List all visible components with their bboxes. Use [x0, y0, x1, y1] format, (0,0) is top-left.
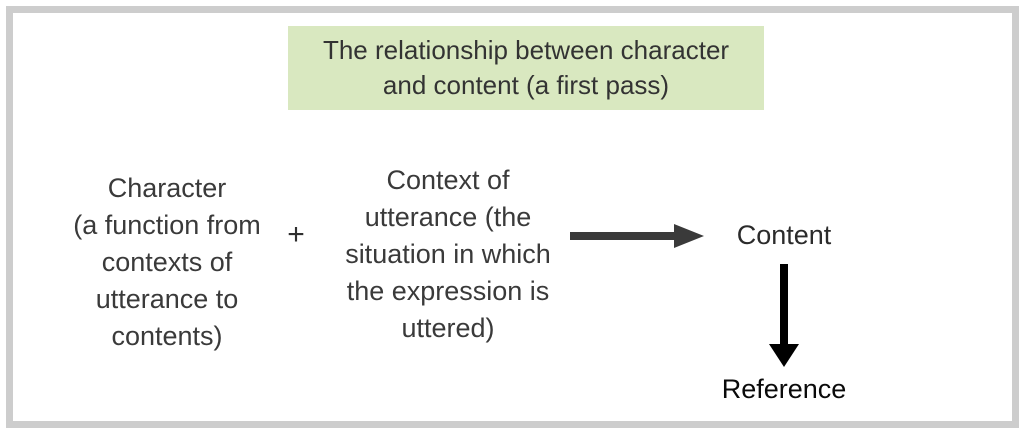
- arrow-down-icon: [756, 262, 812, 370]
- plus-operator: +: [287, 218, 305, 251]
- node-character: Character (a function from contexts of u…: [73, 173, 261, 351]
- arrow-right-icon: [568, 214, 708, 258]
- node-context-of-utterance: Context of utterance (the situation in w…: [345, 165, 551, 343]
- node-content: Content: [736, 220, 832, 250]
- title-banner: The relationship between character and c…: [288, 26, 764, 110]
- figure-title: The relationship between character and c…: [322, 35, 730, 100]
- node-reference: Reference: [721, 374, 847, 404]
